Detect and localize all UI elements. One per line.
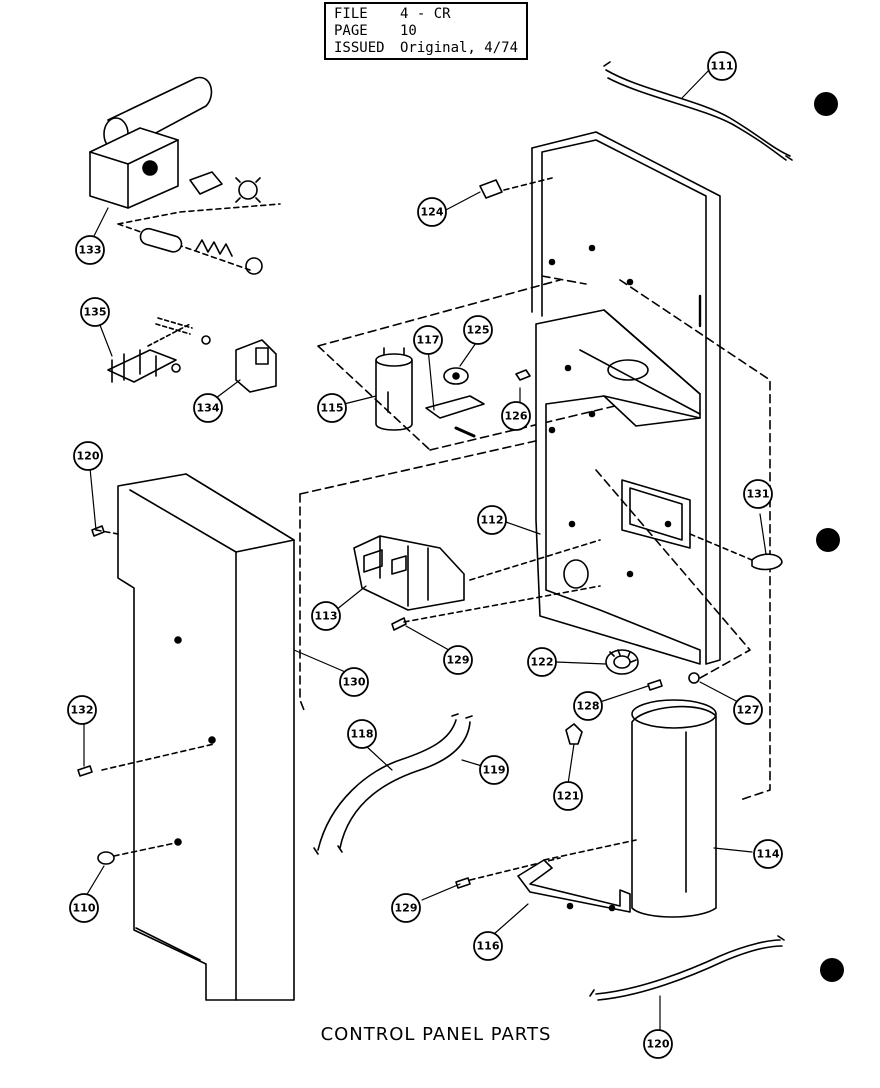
callout-leaders [83, 67, 767, 1033]
relay-cover-134 [235, 339, 277, 393]
diagram-caption: CONTROL PANEL PARTS [320, 1024, 552, 1045]
file-label: FILE [334, 6, 368, 22]
callout-111: 111 [711, 60, 734, 73]
callout-122: 122 [531, 656, 554, 669]
callout-119: 119 [483, 764, 506, 777]
screws [77, 369, 700, 889]
front-cover-130 [117, 439, 541, 1001]
cover-114 [631, 699, 717, 918]
callout-133: 133 [79, 244, 102, 257]
callout-134: 134 [197, 402, 220, 415]
callout-114: 114 [757, 848, 780, 861]
callout-124: 124 [421, 206, 444, 219]
page-value: 10 [400, 23, 417, 39]
wire-harness-bottom [589, 935, 785, 1001]
file-value: 4 - CR [400, 6, 451, 22]
hole-plug-110 [97, 851, 115, 865]
bushing-124 [479, 177, 553, 199]
conduit-nut-122 [605, 649, 639, 675]
callout-131: 131 [747, 488, 770, 501]
bracket-116 [517, 839, 637, 913]
callout-130: 130 [343, 676, 366, 689]
callout-118: 118 [351, 728, 374, 741]
issued-label: ISSUED [334, 40, 385, 56]
callout-132: 132 [71, 704, 94, 717]
capacitor-assembly-133 [89, 76, 281, 275]
callout-128: 128 [577, 700, 600, 713]
callout-115: 115 [321, 402, 344, 415]
callout-121: 121 [557, 790, 580, 803]
callout-113: 113 [315, 610, 338, 623]
callout-127: 127 [737, 704, 760, 717]
callout-129: 129 [395, 902, 418, 915]
binder-hole-bottom [820, 958, 844, 982]
title-block: FILE 4 - CR PAGE 10 ISSUED Original, 4/74 [324, 2, 528, 60]
callout-120: 120 [647, 1038, 670, 1051]
issued-value: Original, 4/74 [400, 40, 519, 56]
callout-116: 116 [477, 940, 500, 953]
run-capacitor-115 [317, 279, 641, 451]
wire-harness-top [603, 61, 793, 161]
binder-hole-middle [816, 528, 840, 552]
page-label: PAGE [334, 23, 368, 39]
callout-circles [67, 51, 783, 1059]
callout-110: 110 [73, 902, 96, 915]
callout-120: 120 [77, 450, 100, 463]
callout-135: 135 [84, 306, 107, 319]
callout-129: 129 [447, 654, 470, 667]
callout-125: 125 [467, 324, 490, 337]
callout-112: 112 [481, 514, 504, 527]
terminal-block-135 [107, 317, 211, 383]
contactor-113 [353, 535, 601, 611]
binder-hole-top [814, 92, 838, 116]
callout-126: 126 [505, 410, 528, 423]
callout-117: 117 [417, 334, 440, 347]
grommet-131 [689, 533, 783, 571]
wires-118-119 [313, 713, 473, 855]
back-panel-112 [531, 131, 771, 801]
